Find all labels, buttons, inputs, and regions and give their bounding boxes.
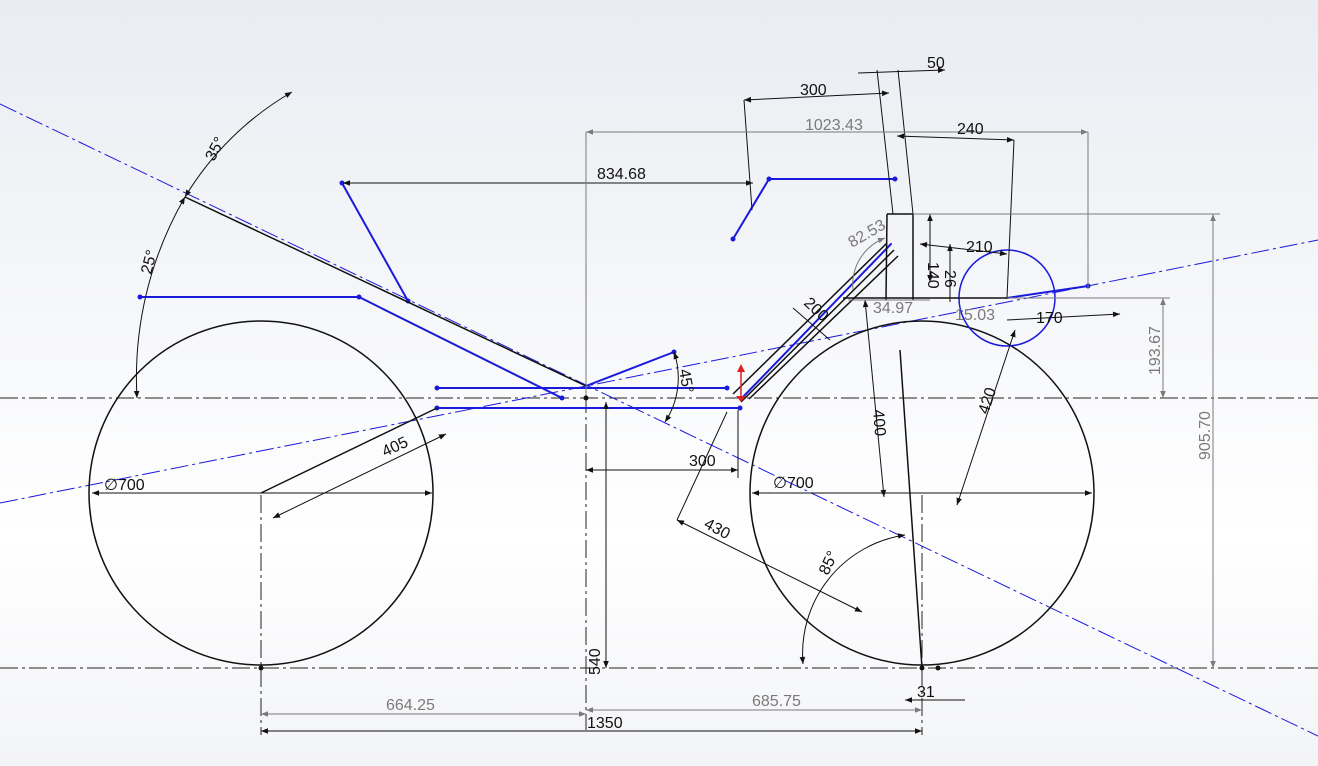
label-405: 405 bbox=[380, 434, 411, 461]
label-dia-rear: ∅700 bbox=[104, 477, 145, 494]
dim-300-top-line bbox=[743, 90, 890, 103]
label-240: 240 bbox=[957, 121, 984, 138]
label-82: 82.53 bbox=[846, 217, 889, 252]
label-85: 85° bbox=[816, 549, 842, 578]
seat-tube-chord bbox=[184, 196, 587, 387]
label-170: 170 bbox=[1036, 310, 1063, 327]
arc-25 bbox=[133, 196, 186, 399]
label-34: 34.97 bbox=[873, 300, 913, 317]
seat-stay bbox=[139, 296, 563, 399]
label-26: 26 bbox=[941, 270, 958, 288]
fork-leg bbox=[899, 349, 923, 669]
dim-405-line bbox=[272, 433, 447, 519]
label-45: 45° bbox=[675, 368, 696, 395]
label-420: 420 bbox=[976, 385, 1000, 416]
sketch-geometry bbox=[139, 178, 1089, 409]
arc-82 bbox=[852, 237, 886, 291]
dimension-labels: 35° 25° 834.68 1023.43 300 50 240 210 14… bbox=[104, 55, 1214, 732]
label-210: 210 bbox=[966, 239, 993, 256]
label-430: 430 bbox=[701, 516, 733, 544]
fork-upper-line bbox=[1006, 285, 1089, 299]
down-tube-c bbox=[748, 255, 899, 400]
dim-170-line bbox=[1006, 311, 1121, 321]
label-50: 50 bbox=[927, 55, 945, 72]
label-664: 664.25 bbox=[386, 697, 435, 714]
dim-50-line bbox=[857, 67, 946, 74]
label-193: 193.67 bbox=[1147, 326, 1164, 375]
steep-construction-line bbox=[0, 103, 1318, 737]
dimension-lines bbox=[92, 67, 1121, 734]
label-834: 834.68 bbox=[597, 166, 646, 183]
down-tube-a bbox=[732, 242, 888, 395]
label-200: 200 bbox=[800, 294, 831, 325]
label-685: 685.75 bbox=[752, 693, 801, 710]
label-905: 905.70 bbox=[1197, 411, 1214, 460]
chain-stay bbox=[585, 351, 675, 387]
dim-210-line bbox=[919, 242, 1008, 256]
origin-marker bbox=[736, 364, 746, 402]
dim-400-line bbox=[862, 299, 887, 498]
label-1350: 1350 bbox=[587, 715, 623, 732]
label-540: 540 bbox=[587, 648, 604, 675]
label-dia-front: ∅700 bbox=[773, 475, 814, 492]
dim-200-line bbox=[792, 307, 831, 341]
headtube-blue-1 bbox=[740, 243, 892, 400]
label-300-mid: 300 bbox=[689, 453, 716, 470]
label-31: 31 bbox=[917, 684, 935, 701]
crank-arm bbox=[260, 407, 438, 494]
driven-dimension-lines bbox=[261, 129, 1220, 717]
shallow-construction-line bbox=[0, 239, 1318, 504]
label-25: 25° bbox=[138, 248, 161, 276]
wheels bbox=[88, 249, 1095, 666]
label-140: 140 bbox=[924, 262, 941, 289]
blue-construction-lines bbox=[0, 103, 1318, 737]
dim-240-line bbox=[896, 133, 1015, 143]
centerlines bbox=[0, 395, 1318, 735]
label-35: 35° bbox=[203, 135, 229, 164]
down-tube-b bbox=[740, 249, 895, 403]
label-300-top: 300 bbox=[800, 82, 827, 99]
axle-points bbox=[258, 395, 941, 671]
label-15: 15.03 bbox=[955, 307, 995, 324]
arc-35 bbox=[184, 91, 293, 198]
arc-45 bbox=[664, 351, 679, 423]
label-1023: 1023.43 bbox=[805, 117, 863, 134]
head-tube-left bbox=[885, 213, 888, 301]
angle-arcs bbox=[133, 91, 906, 665]
seat-post bbox=[341, 182, 409, 302]
arc-85 bbox=[799, 533, 906, 665]
dim-420-line bbox=[956, 329, 1016, 506]
label-400: 400 bbox=[869, 409, 888, 437]
dim-430-line bbox=[676, 519, 863, 613]
